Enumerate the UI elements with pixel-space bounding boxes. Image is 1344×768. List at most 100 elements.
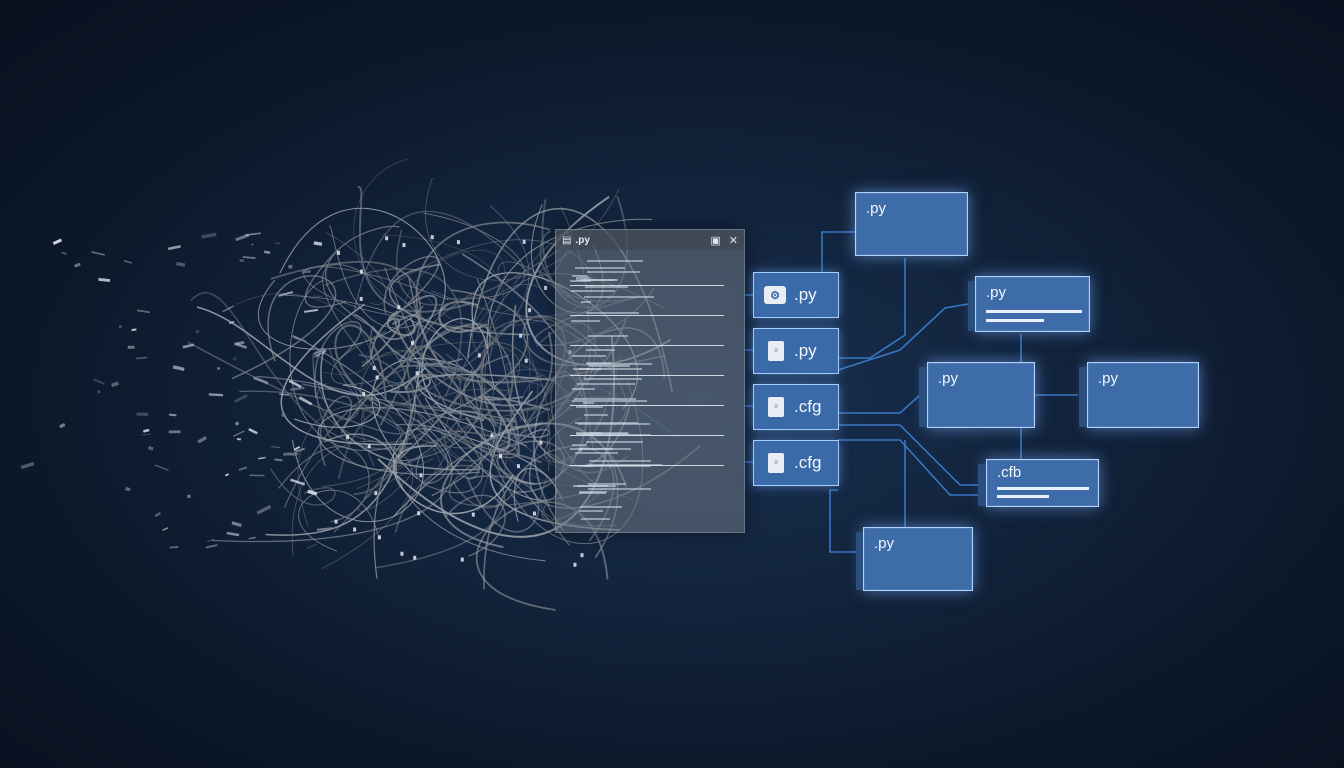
- code-fragment: [172, 365, 185, 372]
- strand: [390, 374, 431, 393]
- code-fragment: [312, 295, 323, 297]
- code-fragment: [20, 461, 35, 470]
- strand: [357, 458, 434, 512]
- code-fragment: [110, 381, 120, 388]
- code-fragment: [374, 491, 378, 496]
- file-chip-cfg-2[interactable]: ≡ .cfg: [753, 440, 839, 486]
- code-fragment: [573, 562, 577, 567]
- strand: [302, 383, 517, 423]
- connector-line: [837, 303, 969, 371]
- strand: [258, 279, 424, 350]
- code-fragment: [186, 494, 191, 499]
- strand: [415, 325, 514, 402]
- code-fragment: [242, 256, 256, 259]
- code-text-fragment: [589, 432, 628, 434]
- file-chip-label: .py: [794, 341, 817, 360]
- strand: [298, 489, 379, 552]
- code-text-fragment: [586, 349, 615, 351]
- strand: [334, 324, 387, 407]
- save-icon[interactable]: ▣: [710, 234, 721, 247]
- code-fragment: [524, 358, 528, 363]
- strand: [353, 353, 412, 496]
- code-text-fragment: [588, 488, 651, 490]
- code-bar: [986, 310, 1082, 313]
- file-chip-py-2[interactable]: ≡ .py: [753, 328, 839, 374]
- code-fragment: [359, 296, 363, 301]
- code-fragment: [168, 430, 181, 434]
- code-fragment: [135, 356, 148, 360]
- file-icon: ≡: [768, 341, 784, 361]
- code-fragment: [430, 235, 434, 240]
- code-text-fragment: [586, 312, 639, 314]
- code-fragment: [306, 543, 317, 549]
- module-node-label: .py: [1098, 370, 1119, 387]
- file-chip-py-1[interactable]: ⚙ .py: [753, 272, 839, 318]
- code-fragment: [169, 413, 177, 417]
- code-fragment: [182, 343, 194, 349]
- code-fragment: [52, 238, 63, 245]
- file-chip-label: .cfg: [794, 453, 822, 472]
- node-side: [978, 464, 986, 506]
- module-node-4[interactable]: .py: [1079, 362, 1199, 428]
- code-fragment: [234, 394, 248, 403]
- module-node-3[interactable]: .py: [919, 362, 1035, 428]
- code-fragment: [127, 345, 135, 349]
- node-side: [856, 532, 863, 590]
- strand: [393, 445, 514, 515]
- connector-line: [829, 489, 856, 553]
- module-node-1[interactable]: .py: [855, 192, 968, 256]
- strand: [395, 229, 566, 306]
- code-fragment: [154, 511, 162, 518]
- close-icon[interactable]: ✕: [728, 234, 738, 247]
- code-text-fragment: [586, 441, 643, 443]
- code-fragment: [59, 423, 66, 429]
- code-fragment: [91, 251, 105, 256]
- strand: [393, 319, 553, 407]
- code-fragment: [417, 511, 421, 516]
- module-node-2[interactable]: .py: [968, 276, 1090, 332]
- file-chip-label: .py: [794, 285, 817, 304]
- code-fragment: [471, 512, 475, 517]
- file-icon: ≡: [768, 453, 784, 473]
- editor-rule-line: [570, 345, 724, 346]
- code-text-fragment: [571, 290, 615, 292]
- strand: [324, 268, 463, 397]
- strand: [383, 255, 440, 314]
- strand: [459, 342, 551, 472]
- strand: [369, 328, 406, 384]
- node-side: [919, 367, 927, 427]
- strand: [444, 494, 506, 557]
- code-fragment: [314, 349, 327, 358]
- code-fragment: [522, 239, 526, 244]
- code-fragment: [539, 440, 543, 445]
- strand: [489, 418, 506, 457]
- module-node-6[interactable]: .py: [856, 527, 973, 591]
- code-fragment: [293, 445, 301, 451]
- code-fragment: [413, 555, 417, 560]
- code-fragment: [372, 366, 376, 371]
- code-fragment: [93, 378, 105, 385]
- code-fragment: [301, 270, 311, 274]
- code-bar: [986, 319, 1044, 322]
- strand: [451, 469, 528, 509]
- code-fragment: [460, 557, 464, 562]
- code-text-fragment: [584, 465, 651, 467]
- file-chip-label: .cfg: [794, 397, 822, 416]
- code-fragment: [410, 340, 414, 345]
- code-fragment: [123, 259, 133, 264]
- code-fragment: [516, 464, 520, 469]
- code-fragment: [118, 324, 122, 329]
- code-fragment: [258, 456, 266, 460]
- module-node-5[interactable]: .cfb: [978, 459, 1099, 507]
- strand: [438, 289, 528, 417]
- code-text-fragment: [575, 452, 618, 454]
- strand: [497, 261, 535, 284]
- code-fragment: [288, 379, 302, 389]
- strand: [395, 423, 484, 494]
- file-chip-cfg-1[interactable]: ≡ .cfg: [753, 384, 839, 430]
- module-node-label: .py: [938, 370, 959, 387]
- connector-line: [838, 439, 978, 496]
- strand: [328, 225, 446, 329]
- strand: [325, 232, 387, 305]
- code-fragment: [224, 473, 230, 477]
